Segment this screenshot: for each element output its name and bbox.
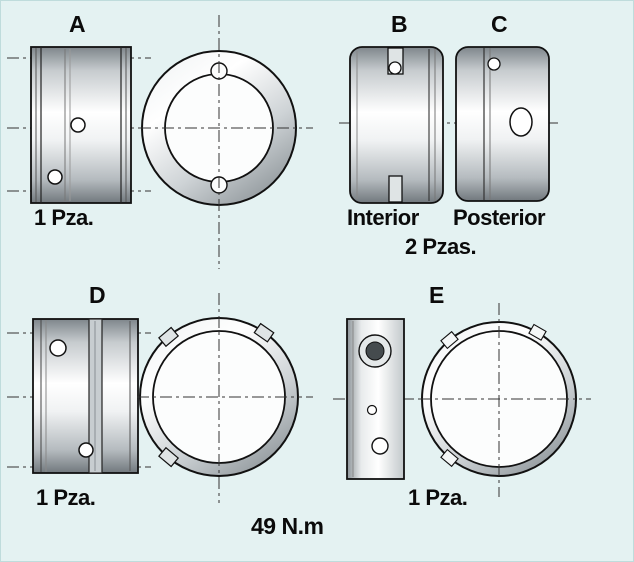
part-b-position-label: Interior [347, 205, 419, 230]
part-d-quantity: 1 Pza. [36, 485, 96, 510]
oil-hole [78, 442, 94, 458]
part-a-side-view [30, 46, 132, 204]
part-b-side-view [349, 46, 444, 204]
small-hole [487, 57, 501, 71]
locating-lug [158, 446, 180, 468]
oil-hole [509, 107, 533, 137]
part-e-quantity: 1 Pza. [408, 485, 468, 510]
locating-lug [253, 322, 275, 343]
part-e-label: E [429, 282, 444, 308]
part-c-position-label: Posterior [453, 205, 546, 230]
torque-value: 49 N.m [251, 513, 324, 539]
tab-hole [388, 61, 402, 75]
oil-hole [49, 339, 67, 357]
bore-dark [365, 341, 385, 361]
part-b-label: B [391, 11, 408, 37]
ring-notch [440, 330, 459, 350]
part-d-label: D [89, 282, 106, 308]
oil-hole [371, 437, 389, 455]
part-a-label: A [69, 11, 86, 37]
part-c-label: C [491, 11, 508, 37]
part-d-side-view [32, 318, 139, 474]
small-hole [366, 404, 378, 416]
ring-notch [528, 323, 547, 341]
parts-bc-quantity: 2 Pzas. [405, 234, 477, 259]
centerlines-over [137, 15, 579, 503]
part-e-side-view [346, 318, 405, 480]
oil-hole [70, 117, 86, 133]
ring-notch [440, 448, 459, 468]
oil-hole [47, 169, 63, 185]
bottom-slot [388, 175, 403, 203]
part-c-side-view [455, 46, 550, 202]
locating-lug [158, 326, 180, 348]
part-a-quantity: 1 Pza. [34, 205, 94, 230]
